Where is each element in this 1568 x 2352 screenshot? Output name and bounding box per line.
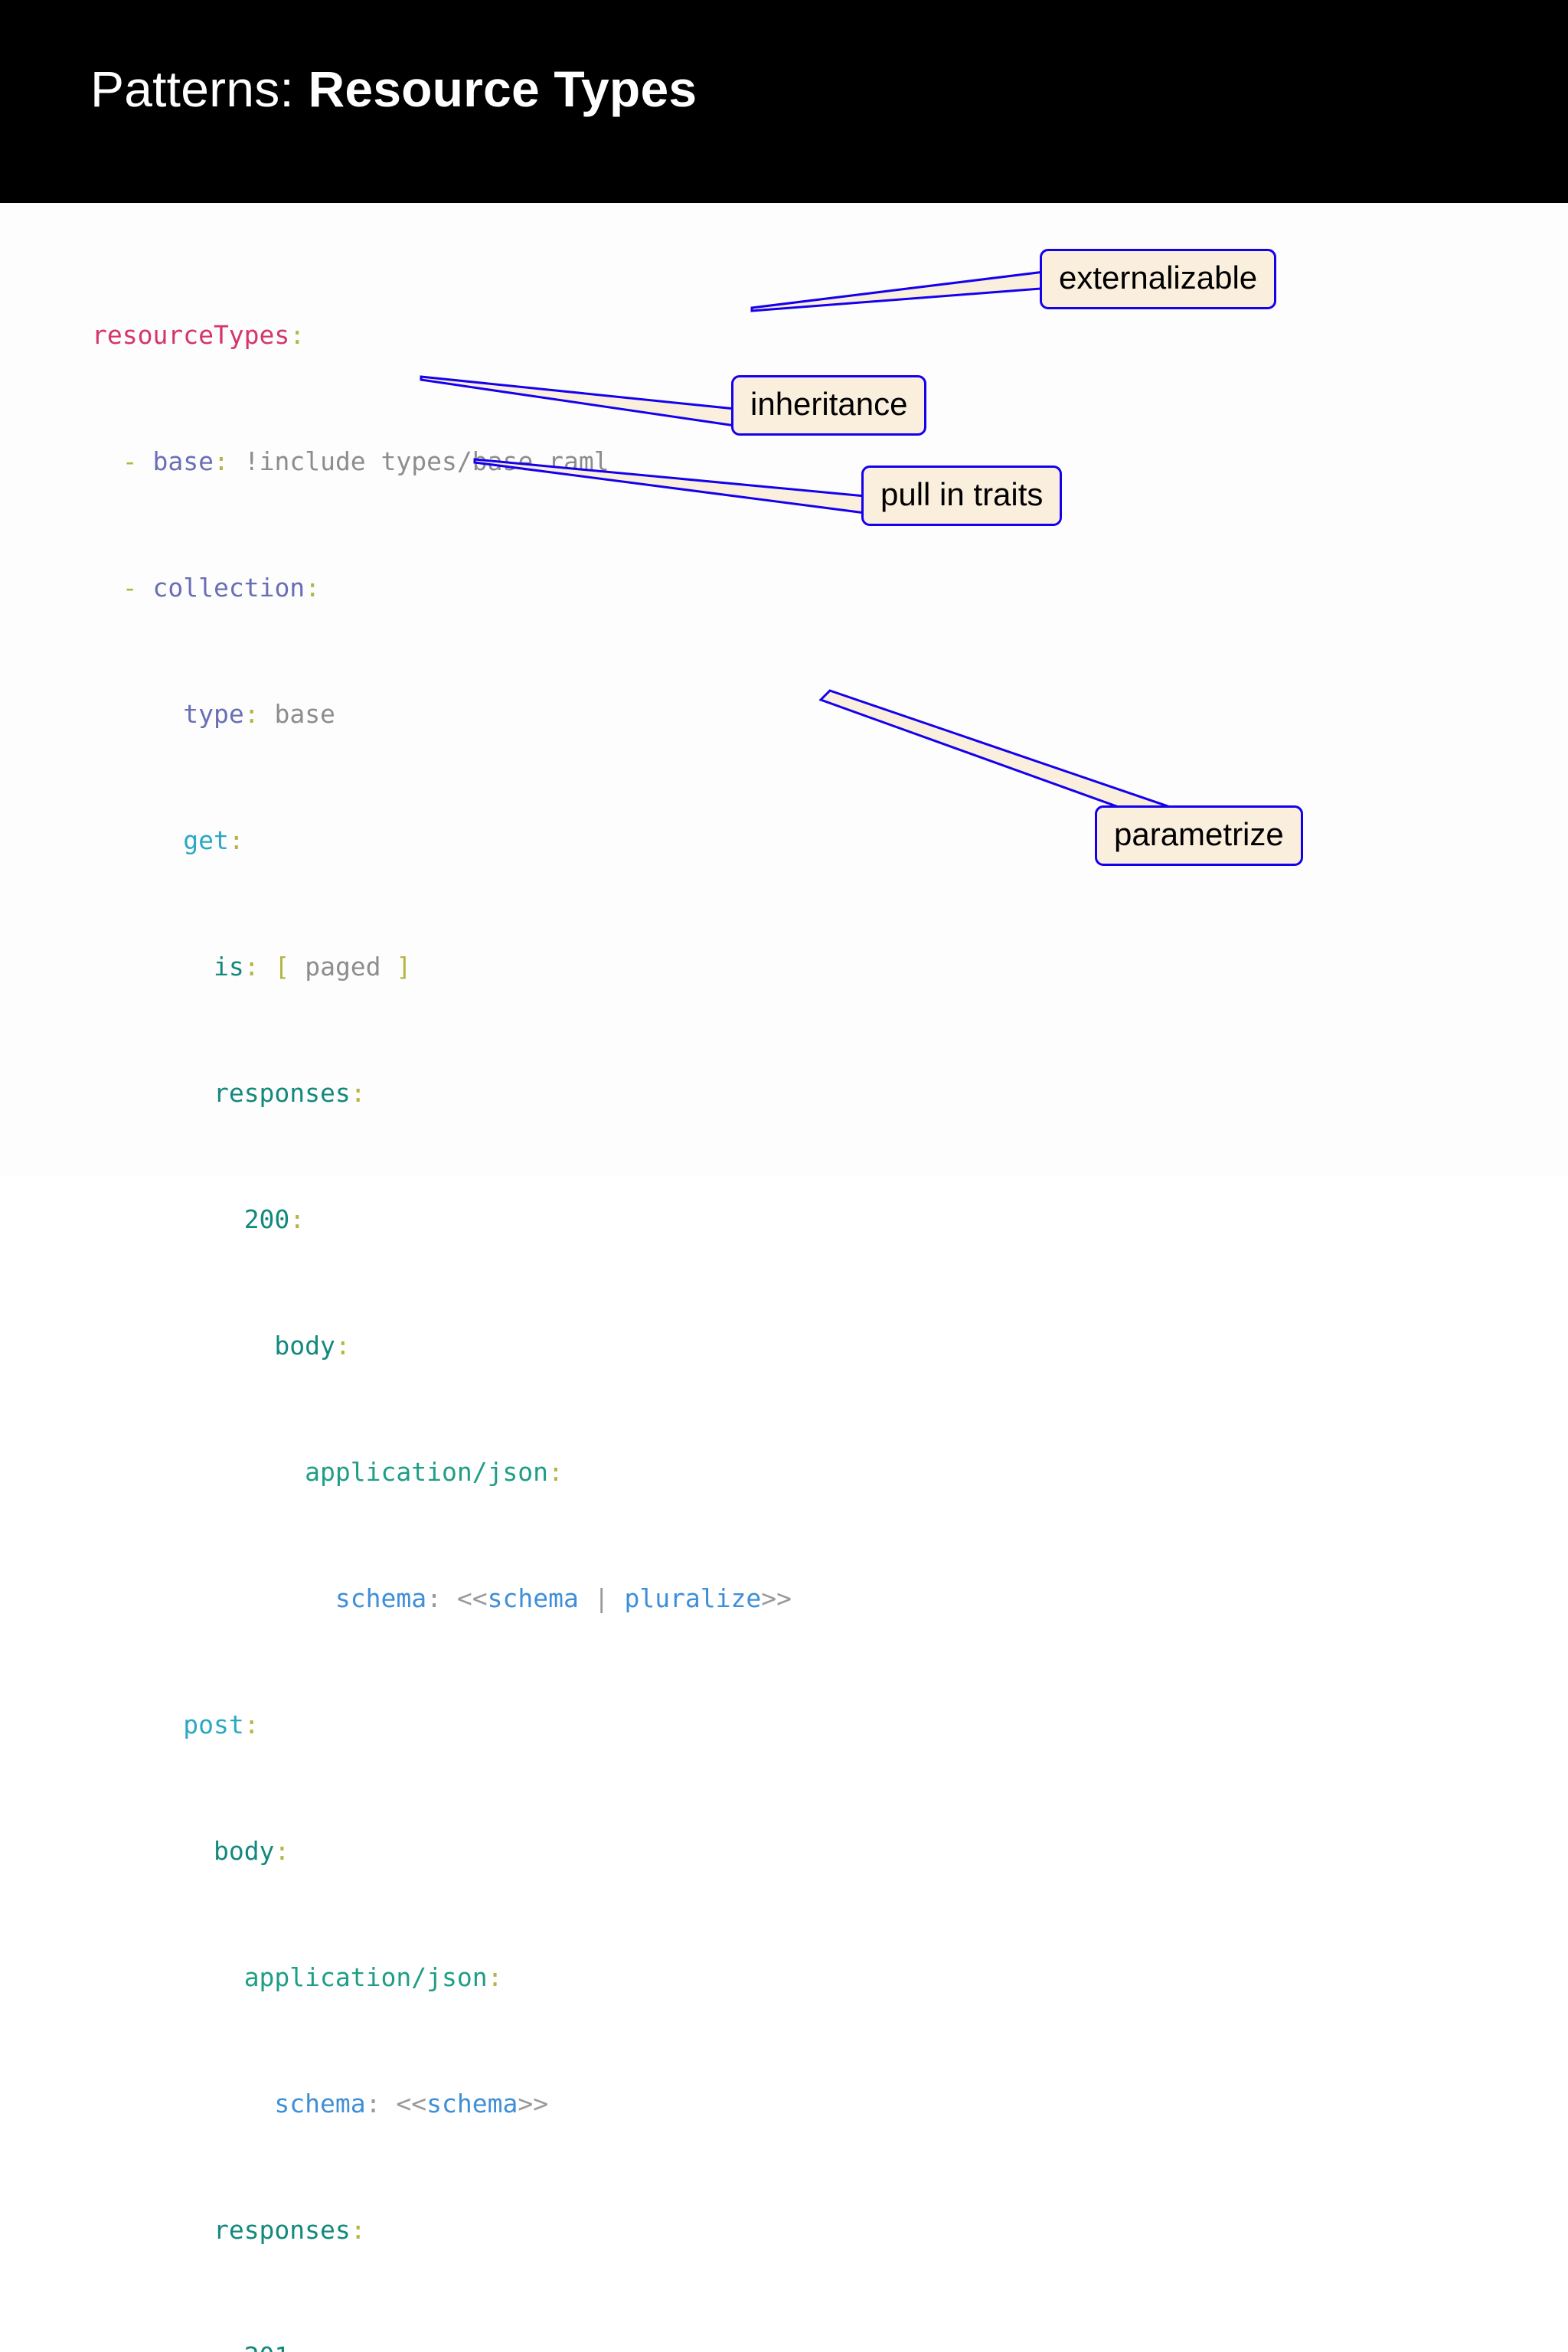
page-title-main: Resource Types (308, 60, 697, 117)
code-line: body: (213, 1836, 290, 1866)
code-line: responses: (213, 1078, 366, 1108)
code-line: 200: (243, 1204, 305, 1234)
code-line: resourceTypes: (92, 320, 305, 350)
code-line: get: (183, 825, 244, 855)
code-line: type: base (183, 699, 335, 729)
code-line: is: [ paged ] (213, 952, 412, 982)
code-line: post: (183, 1710, 260, 1740)
code-line: responses: (213, 2215, 366, 2245)
code-line: 201: (92, 2335, 792, 2352)
callout-inheritance[interactable]: inheritance (731, 375, 927, 436)
code-line: body: (274, 1331, 351, 1361)
callout-label: parametrize (1114, 816, 1284, 852)
page-title-prefix: Patterns: (90, 60, 309, 117)
code-line: application/json: (243, 1962, 503, 1992)
callout-label: pull in traits (880, 476, 1044, 512)
code-line: - collection: (122, 573, 321, 603)
callout-externalizable[interactable]: externalizable (1040, 249, 1277, 309)
code-line: schema: <<schema | pluralize>> (335, 1583, 792, 1613)
callout-label: externalizable (1059, 260, 1258, 296)
callout-pull-in-traits[interactable]: pull in traits (861, 466, 1063, 526)
leader-line-pull-in-traits (473, 458, 867, 514)
page-title: Patterns: Resource Types (90, 60, 697, 117)
callout-label: inheritance (750, 386, 908, 422)
code-block: resourceTypes: - base: !include types/ba… (92, 230, 792, 2352)
slide-header-bar: Patterns: Resource Types (0, 0, 1568, 203)
code-line: application/json: (305, 1457, 564, 1487)
code-line: schema: <<schema>> (274, 2089, 549, 2118)
leader-line-externalizable (750, 270, 1052, 312)
leader-line-inheritance (420, 375, 737, 427)
callout-parametrize[interactable]: parametrize (1095, 805, 1303, 866)
